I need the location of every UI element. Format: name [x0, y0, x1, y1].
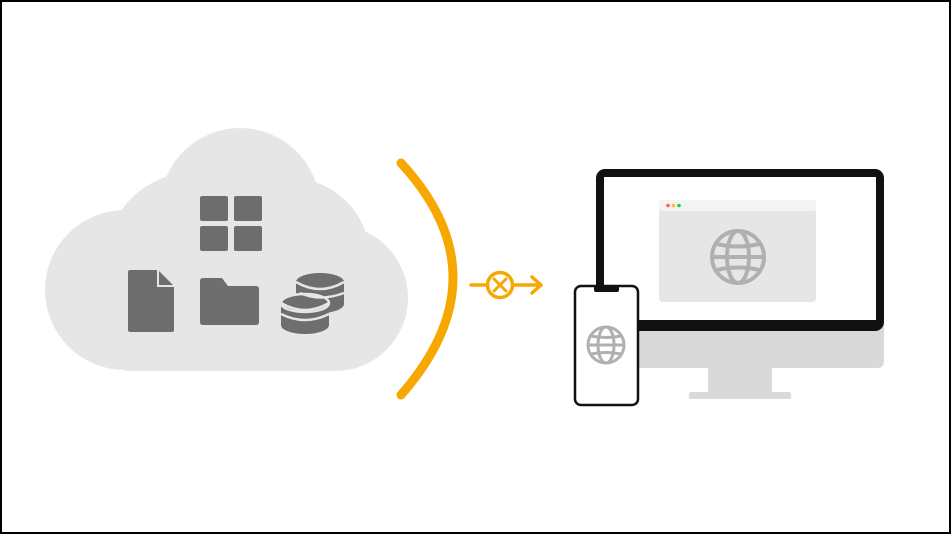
desktop-monitor-icon — [596, 169, 884, 399]
browser-window — [659, 200, 816, 302]
monitor-chin — [596, 320, 884, 368]
browser-close-dot — [666, 203, 670, 208]
globe-icon — [710, 229, 766, 285]
browser-maximize-dot — [677, 203, 681, 208]
database-stack-icon — [279, 273, 345, 334]
phone-notch — [594, 286, 619, 292]
document-icon — [128, 270, 174, 332]
monitor-stand-base — [689, 392, 791, 399]
folder-icon — [200, 278, 259, 325]
app-grid-icon — [200, 196, 262, 251]
blocked-connection — [469, 270, 543, 300]
globe-icon — [586, 325, 626, 365]
smartphone-icon — [573, 284, 640, 407]
browser-titlebar — [659, 200, 816, 211]
browser-minimize-dot — [671, 203, 676, 208]
monitor-stand-neck — [708, 368, 772, 394]
barrier-arc — [396, 158, 458, 400]
